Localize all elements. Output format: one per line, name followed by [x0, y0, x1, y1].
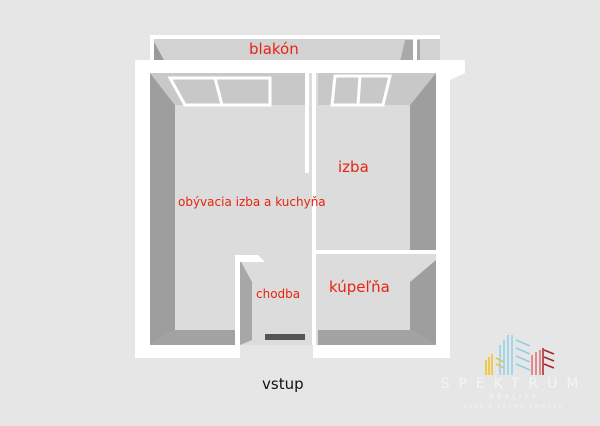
entrance-door: [265, 334, 305, 340]
logo-sub: REALITY: [489, 393, 539, 401]
logo-tagline: KĽÚČ K VÁŠMU DOMOVU: [464, 404, 564, 410]
room-label-room: izba: [338, 158, 369, 176]
room-label-living-kitchen: obývacia izba a kuchyňa: [178, 195, 326, 209]
room-label-balcony: blakón: [249, 40, 299, 58]
room-label-hallway: chodba: [256, 287, 301, 301]
room-label-bathroom: kúpeľňa: [329, 278, 390, 296]
floor: [150, 73, 436, 345]
walls: [135, 60, 465, 358]
window-left: [167, 76, 272, 107]
logo-name: SPEKTRUM: [440, 376, 588, 392]
logo-icon: [485, 335, 555, 375]
entrance-label: vstup: [262, 375, 304, 393]
balcony: [150, 35, 440, 62]
window-right: [330, 74, 392, 107]
